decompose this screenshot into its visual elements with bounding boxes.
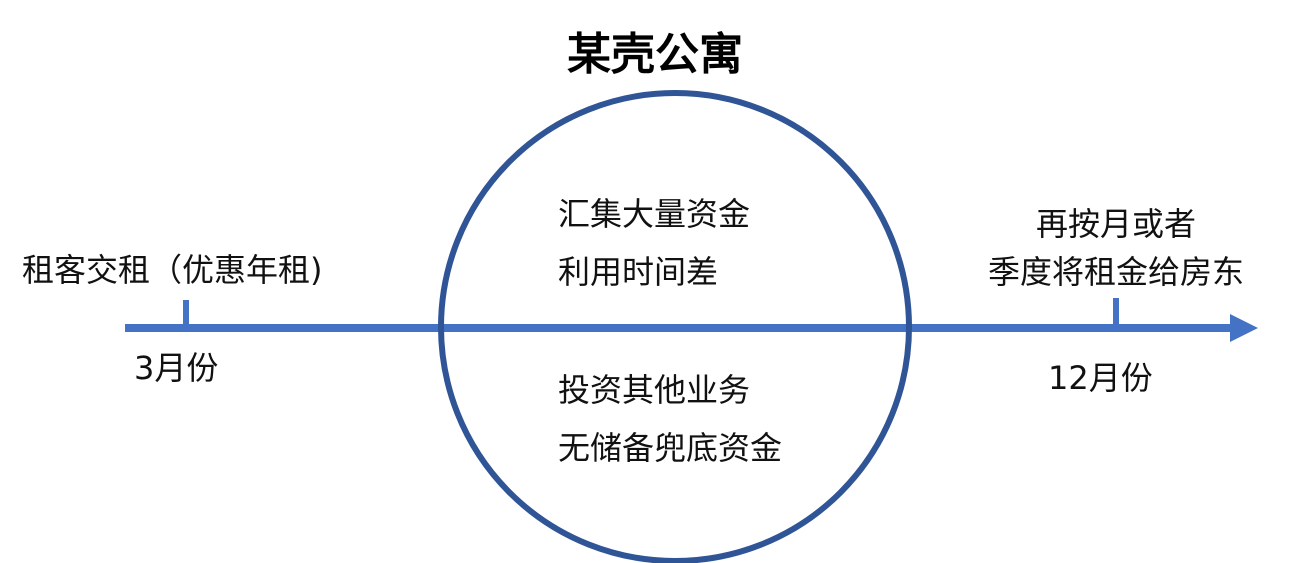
circle-lower-line-1: 投资其他业务 (558, 371, 751, 409)
end-month-label: 12月份 (1048, 359, 1153, 397)
end-event-line-2: 季度将租金给房东 (987, 253, 1244, 291)
timeline-arrowhead-icon (1230, 314, 1258, 342)
start-event-label: 租客交租（优惠年租) (22, 251, 323, 289)
circle-upper-line-2: 利用时间差 (558, 253, 719, 291)
diagram-title: 某壳公寓 (567, 29, 743, 80)
end-event-line-1: 再按月或者 (1035, 205, 1196, 243)
circle-lower-line-2: 无储备兜底资金 (558, 429, 783, 467)
company-circle (438, 90, 912, 563)
circle-upper-line-1: 汇集大量资金 (558, 195, 751, 233)
start-month-label: 3月份 (134, 349, 219, 387)
